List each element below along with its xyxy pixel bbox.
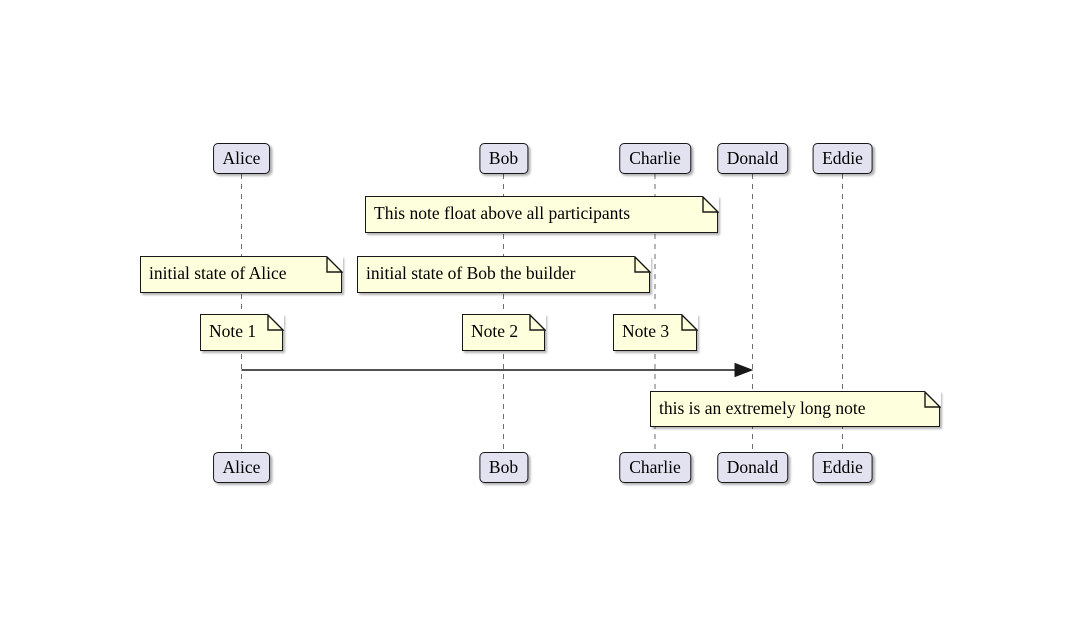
note-float-above-participants: This note float above all participants [365,195,719,233]
note-2: Note 2 [462,313,546,351]
note-text: This note float above all participants [374,203,631,223]
participant-alice-top: Alice [212,143,271,174]
participant-donald-bottom: Donald [716,452,789,483]
note-fold-icon [701,195,719,213]
participant-eddie-bottom: Eddie [812,452,873,483]
note-1: Note 1 [200,313,284,351]
note-fold-icon [633,255,651,273]
note-fold-icon [266,313,284,331]
note-fold-icon [680,313,698,331]
participant-eddie-top: Eddie [812,143,873,174]
note-text: Note 3 [622,321,670,341]
participant-bob-bottom: Bob [478,452,529,483]
message-arrowhead-icon [734,362,754,378]
note-text: Note 1 [209,321,257,341]
note-3: Note 3 [613,313,698,351]
participant-charlie-top: Charlie [619,143,691,174]
note-text: initial state of Bob the builder [366,263,576,283]
note-text: this is an extremely long note [659,397,866,418]
note-extremely-long: this is an extremely long note [650,390,941,427]
note-fold-icon [325,255,343,273]
note-initial-state-bob: initial state of Bob the builder [357,255,651,293]
participant-donald-top: Donald [716,143,789,174]
note-text: Note 2 [471,321,519,341]
participant-bob-top: Bob [478,143,529,174]
note-text: initial state of Alice [149,263,287,283]
note-fold-icon [923,390,941,408]
participant-alice-bottom: Alice [212,452,271,483]
note-initial-state-alice: initial state of Alice [140,255,343,293]
note-fold-icon [528,313,546,331]
participant-charlie-bottom: Charlie [619,452,691,483]
